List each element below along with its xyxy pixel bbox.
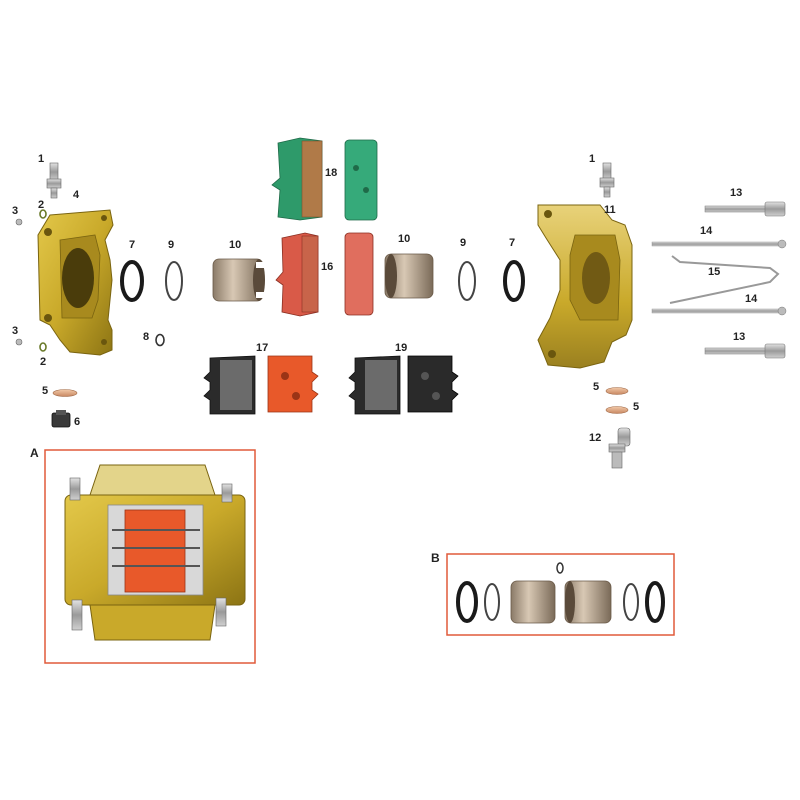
label-4: 4 (73, 189, 80, 201)
o-ring-left-bottom (39, 342, 47, 352)
dust-ring-right (458, 261, 476, 301)
caliper-half-left (37, 209, 114, 356)
label-15: 15 (708, 266, 720, 278)
label-13-bottom: 13 (733, 331, 745, 343)
label-inset-a: A (30, 446, 39, 460)
copper-washer-left (52, 389, 78, 397)
o-ring-left-top (39, 209, 47, 219)
caliper-half-right (537, 204, 633, 369)
label-3-left-top: 3 (12, 205, 18, 217)
label-18: 18 (325, 167, 337, 179)
label-12: 12 (589, 432, 601, 444)
label-13-top: 13 (730, 187, 742, 199)
dust-ring-left (165, 261, 183, 301)
label-1-right: 1 (589, 153, 595, 165)
screw-left-top (15, 218, 23, 226)
label-1-left: 1 (38, 153, 44, 165)
caliper-bolt-top (704, 201, 786, 217)
label-5-left: 5 (42, 385, 48, 397)
plug-screw (51, 410, 71, 428)
inset-a-frame (44, 449, 256, 664)
label-16: 16 (321, 261, 333, 273)
bleeder-screw-right (599, 162, 615, 198)
label-10-right: 10 (398, 233, 410, 245)
small-o-ring (155, 333, 165, 347)
caliper-bolt-bottom (704, 343, 786, 359)
label-7-right: 7 (509, 237, 515, 249)
piston-seal-left (120, 260, 144, 302)
assembled-caliper (64, 464, 246, 641)
brake-pad-grey-orange-pair (203, 355, 319, 415)
label-14-top: 14 (700, 225, 713, 237)
piston-left (212, 258, 265, 302)
label-17: 17 (256, 342, 268, 354)
piston-seal-kit (456, 562, 665, 624)
inset-b-frame (446, 553, 675, 636)
label-6: 6 (74, 416, 80, 428)
banjo-bolt (608, 427, 631, 469)
copper-washer-right-bottom (605, 406, 629, 414)
label-9-right: 9 (460, 237, 466, 249)
label-19: 19 (395, 342, 407, 354)
label-5-right-bottom: 5 (633, 401, 639, 413)
label-2-left-bottom: 2 (40, 356, 46, 368)
label-5-right-top: 5 (593, 381, 599, 393)
bleeder-screw-left (46, 162, 62, 199)
pad-pin-top (651, 239, 787, 249)
brake-pad-green-pair (271, 137, 378, 221)
label-7-left: 7 (129, 239, 135, 251)
copper-washer-right-top (605, 387, 629, 395)
screw-left-bottom (15, 338, 23, 346)
label-10-left: 10 (229, 239, 241, 251)
label-9-left: 9 (168, 239, 174, 251)
pad-spring-clip (669, 255, 780, 304)
label-inset-b: B (431, 551, 440, 565)
piston-seal-right (503, 260, 525, 302)
label-3-left-bottom: 3 (12, 325, 18, 337)
brake-pad-grey-black-pair (348, 355, 459, 415)
label-2-left-top: 2 (38, 199, 44, 211)
piston-centre-right (384, 253, 434, 299)
label-8: 8 (143, 331, 149, 343)
label-14-bottom: 14 (745, 293, 758, 305)
label-11: 11 (604, 204, 616, 216)
pad-pin-bottom (651, 306, 787, 316)
brake-pad-red-pair (275, 232, 374, 317)
